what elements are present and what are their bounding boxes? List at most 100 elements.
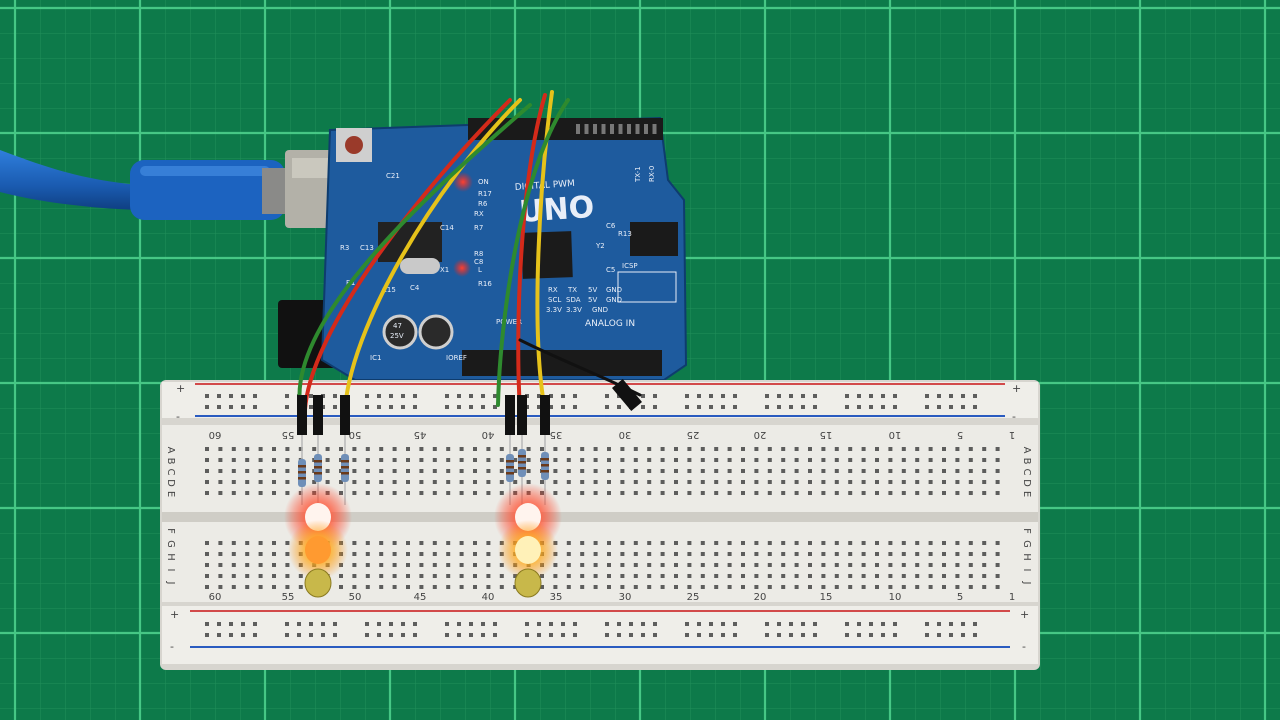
- wire-yellow-left: [343, 98, 522, 412]
- component-label: ICSP: [622, 262, 638, 270]
- led-l-indicator: [453, 259, 471, 277]
- capacitor-left: [382, 314, 418, 350]
- component-label: R17: [478, 190, 492, 198]
- column-number: 30: [619, 592, 632, 603]
- row-letter: A: [165, 447, 176, 454]
- led-orange: [515, 536, 541, 564]
- column-number: 25: [687, 592, 700, 603]
- column-number: 20: [754, 592, 767, 603]
- row-letter: I: [165, 569, 176, 572]
- column-number: 15: [820, 592, 833, 603]
- column-number: 15: [820, 429, 833, 440]
- led-orange: [305, 536, 331, 564]
- pin-label: 5V: [588, 286, 597, 294]
- leds: [284, 483, 562, 598]
- component-label: R13: [618, 230, 632, 238]
- column-number: 40: [482, 429, 495, 440]
- pin-label: RX: [548, 286, 558, 294]
- column-number: 25: [687, 429, 700, 440]
- wire-yellow-right: [535, 90, 554, 412]
- rail-minus-bottom-right: -: [1022, 640, 1026, 653]
- rail-minus-top: -: [176, 410, 180, 423]
- row-letter: E: [1021, 491, 1032, 497]
- column-number: 35: [550, 429, 563, 440]
- led-yellow: [304, 568, 332, 598]
- row-letter: F: [1021, 528, 1032, 534]
- pin-label: 5V: [588, 296, 597, 304]
- row-letter: J: [1021, 581, 1032, 585]
- rail-plus-bottom: +: [170, 608, 179, 621]
- component-label: C13: [360, 244, 374, 252]
- row-letter: H: [1021, 553, 1032, 561]
- rail-minus-top-right: -: [1012, 410, 1016, 423]
- column-number: 55: [282, 592, 295, 603]
- column-number: 5: [957, 429, 963, 440]
- wire-green-right: [496, 98, 570, 407]
- wire-pin: [313, 395, 323, 435]
- column-number: 60: [209, 592, 222, 603]
- column-number: 55: [282, 429, 295, 440]
- pin-label: SDA: [566, 296, 581, 304]
- column-number: 20: [754, 429, 767, 440]
- component-label: C15: [382, 286, 396, 294]
- jumper-wires: [297, 90, 643, 412]
- component-labels: C21R17R6RXR7R8C8R16LONC14X1C15R13C6C5Y2I…: [340, 172, 638, 362]
- component-label: RX: [474, 210, 484, 218]
- resistors: [297, 395, 550, 505]
- component-label: R8: [474, 250, 483, 258]
- column-number: 50: [349, 592, 362, 603]
- wire-red-left: [303, 98, 512, 412]
- component-label: R16: [478, 280, 492, 288]
- row-letter: H: [165, 553, 176, 561]
- component-label: C6: [606, 222, 616, 230]
- component-label: C8: [474, 258, 483, 266]
- rail-plus-top-right: +: [1012, 382, 1021, 395]
- row-letter: D: [1021, 479, 1032, 487]
- row-letter: I: [1021, 569, 1032, 572]
- tx-label: TX-1: [634, 166, 642, 183]
- column-number: 45: [414, 592, 427, 603]
- column-number: 1: [1009, 429, 1015, 440]
- component-label: ON: [478, 178, 489, 186]
- column-number: 10: [889, 592, 902, 603]
- power-label: POWER: [496, 318, 522, 326]
- pin-label: TX: [567, 286, 577, 294]
- column-number: 50: [349, 429, 362, 440]
- component-label: IC1: [370, 354, 381, 362]
- wire-green-left: [297, 103, 532, 407]
- column-number: 10: [889, 429, 902, 440]
- component-label: C4: [410, 284, 420, 292]
- row-letter: G: [165, 540, 176, 548]
- capacitor-label-2: 25V: [390, 332, 404, 340]
- pin-label: 3.3V: [546, 306, 562, 314]
- rail-minus-bottom: -: [170, 640, 174, 653]
- row-letter: C: [1021, 469, 1032, 476]
- analog-label: ANALOG IN: [585, 319, 635, 329]
- column-number: 1: [1009, 592, 1015, 603]
- row-letter: B: [1021, 458, 1032, 465]
- wire-pin: [505, 395, 515, 435]
- column-number: 60: [209, 429, 222, 440]
- pin-label: SCL: [548, 296, 561, 304]
- rail-plus-top: +: [176, 382, 185, 395]
- component-label: C21: [386, 172, 400, 180]
- component-label: X1: [440, 266, 449, 274]
- row-letter: C: [165, 469, 176, 476]
- pin-label: 3.3V: [566, 306, 582, 314]
- row-letter: J: [165, 581, 176, 585]
- board-logo: UNO: [518, 190, 595, 230]
- component-label: R3: [340, 244, 349, 252]
- pin-label: GND: [606, 296, 622, 304]
- component-label: R6: [478, 200, 488, 208]
- row-letter: E: [165, 491, 176, 497]
- component-label: C5: [606, 266, 615, 274]
- column-number: 45: [414, 429, 427, 440]
- wire-pin: [517, 395, 527, 435]
- wire-red-right: [516, 93, 547, 412]
- pin-label: GND: [592, 306, 608, 314]
- column-number: 30: [619, 429, 632, 440]
- row-letter: G: [1021, 540, 1032, 548]
- wire-pin: [540, 395, 550, 435]
